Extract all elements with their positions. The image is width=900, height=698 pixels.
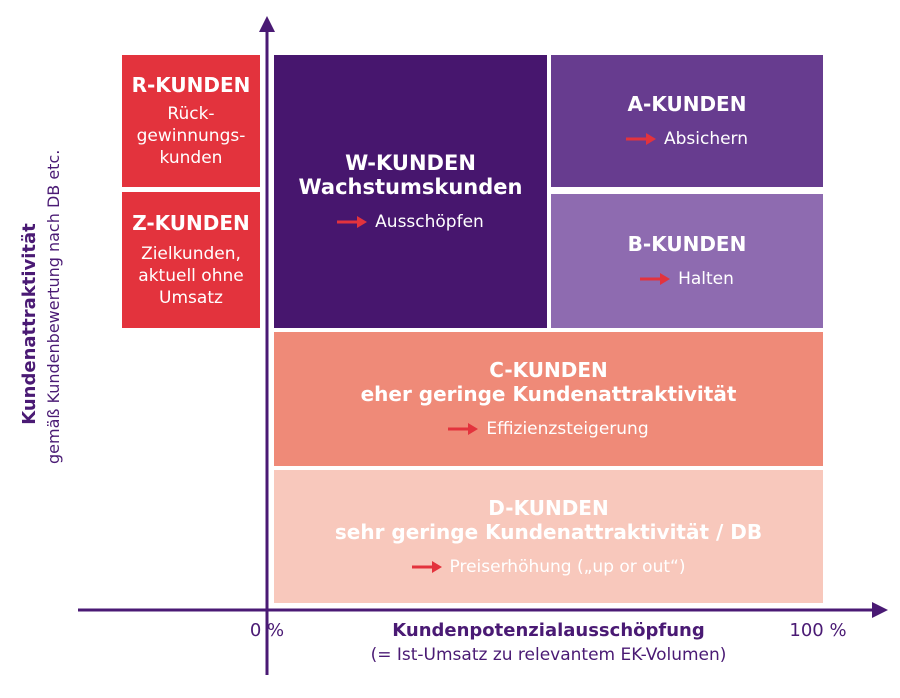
segment-d-subtitle: sehr geringe Kundenattraktivität / DB bbox=[334, 519, 763, 544]
x-axis-arrowhead bbox=[872, 602, 888, 618]
segment-r-desc-line: gewinnungs- bbox=[136, 126, 246, 146]
segment-d-action-label: Preiserhöhung („up or out“) bbox=[449, 556, 686, 577]
segment-d-title: D-KUNDEN bbox=[488, 495, 609, 520]
segment-d-kunden: D-KUNDEN sehr geringe Kundenattraktivitä… bbox=[274, 470, 823, 603]
segment-r-desc-line: Rück- bbox=[167, 104, 215, 124]
red-right-arrow-icon bbox=[640, 273, 671, 285]
segment-w-action: Ausschöpfen bbox=[337, 211, 484, 233]
segment-r-kunden: R-KUNDEN Rück- gewinnungs- kunden bbox=[122, 55, 260, 187]
segment-r-desc-line: kunden bbox=[159, 148, 223, 168]
segment-c-action-label: Effizienzsteigerung bbox=[486, 419, 649, 439]
x-axis-subtitle: (= Ist-Umsatz zu relevantem EK-Volumen) bbox=[370, 645, 727, 665]
segment-b-kunden: B-KUNDEN Halten bbox=[551, 194, 823, 328]
segment-z-desc-line: Umsatz bbox=[159, 288, 223, 308]
red-right-arrow-icon bbox=[448, 423, 479, 435]
segment-z-title: Z-KUNDEN bbox=[132, 211, 250, 235]
x-axis-max-label: 100 % bbox=[789, 620, 847, 641]
segment-a-kunden: A-KUNDEN Absichern bbox=[551, 55, 823, 187]
red-right-arrow-icon bbox=[337, 215, 368, 228]
y-axis-subtitle: gemäß Kundenbewertung nach DB etc. bbox=[44, 149, 63, 464]
segment-c-title: C-KUNDEN bbox=[489, 358, 608, 382]
segment-d-action: Preiserhöhung („up or out“) bbox=[411, 556, 686, 578]
segment-w-subtitle: Wachstumskunden bbox=[298, 174, 523, 199]
segment-b-title: B-KUNDEN bbox=[627, 232, 747, 256]
segment-z-description: Zielkunden, aktuell ohne Umsatz bbox=[138, 243, 243, 309]
y-axis-arrowhead bbox=[259, 16, 275, 32]
segment-a-action: Absichern bbox=[625, 128, 749, 150]
segment-w-title: W-KUNDEN bbox=[345, 150, 476, 175]
segment-b-action-label: Halten bbox=[678, 269, 734, 289]
segment-r-description: Rück- gewinnungs- kunden bbox=[137, 103, 246, 169]
y-axis-title: Kundenattraktivität bbox=[19, 223, 40, 425]
segment-c-action: Effizienzsteigerung bbox=[448, 418, 649, 440]
segment-c-kunden: C-KUNDEN eher geringe Kundenattraktivitä… bbox=[274, 332, 823, 466]
x-axis-title: Kundenpotenzialausschöpfung bbox=[392, 620, 705, 641]
segment-a-title: A-KUNDEN bbox=[627, 92, 747, 116]
segment-c-subtitle: eher geringe Kundenattraktivität bbox=[360, 382, 737, 406]
red-right-arrow-icon bbox=[411, 560, 442, 573]
segment-w-kunden: W-KUNDEN Wachstumskunden Ausschöpfen bbox=[274, 55, 547, 328]
segment-r-title: R-KUNDEN bbox=[131, 73, 251, 97]
segment-z-desc-line: aktuell ohne bbox=[138, 266, 244, 286]
segment-a-action-label: Absichern bbox=[663, 129, 749, 149]
segment-b-action: Halten bbox=[640, 268, 734, 290]
segment-z-kunden: Z-KUNDEN Zielkunden, aktuell ohne Umsatz bbox=[122, 192, 260, 328]
segment-w-action-label: Ausschöpfen bbox=[375, 211, 484, 232]
red-right-arrow-icon bbox=[625, 133, 656, 145]
segment-z-desc-line: Zielkunden, bbox=[141, 244, 241, 264]
x-axis-min-label: 0 % bbox=[249, 620, 285, 641]
